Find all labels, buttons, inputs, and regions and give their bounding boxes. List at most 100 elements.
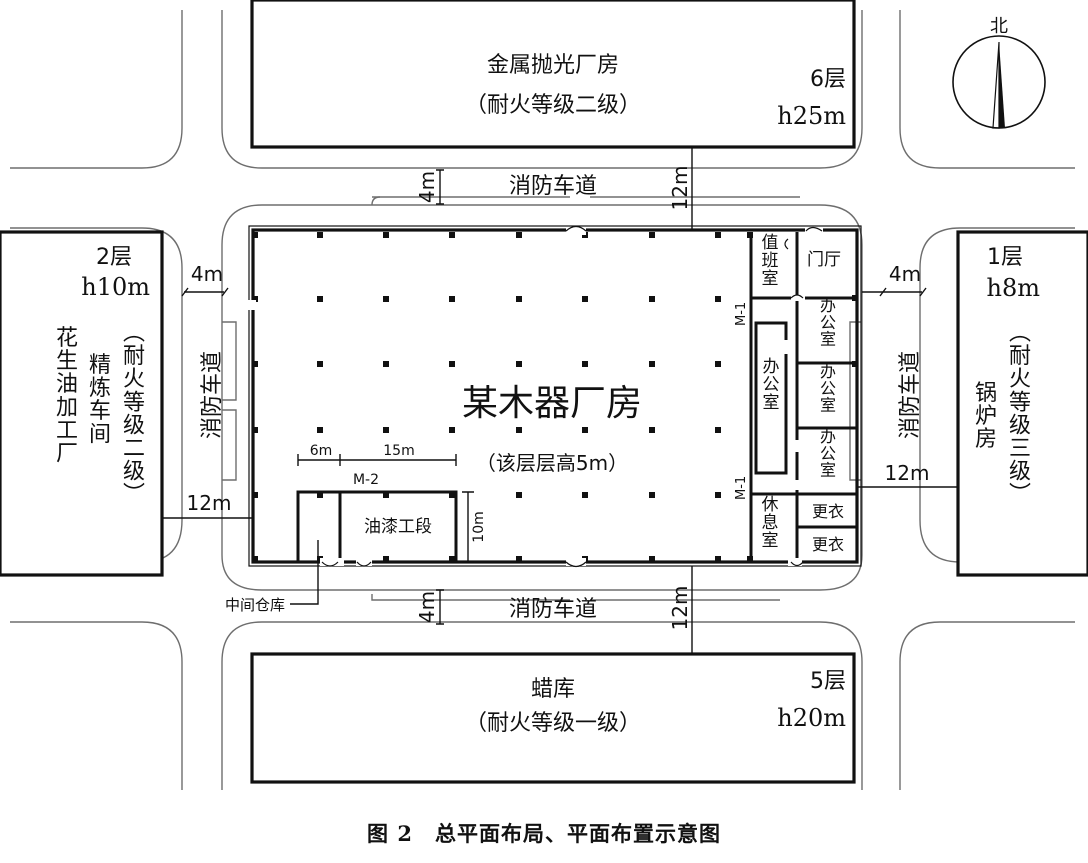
door-m1-upper: M-1 (734, 302, 749, 326)
figure-caption: 图 2 总平面布局、平面布置示意图 (367, 821, 721, 846)
north-building-height: h25m (777, 102, 846, 130)
east-building-labels: 1层 h8m 锅炉房 ︵耐火等级三级︶ (975, 245, 1040, 508)
fire-lane-north: 消防车道 (509, 174, 597, 199)
column-pillar (715, 296, 721, 302)
dim-north-12m: 12m (668, 166, 692, 211)
column-pillar (516, 232, 522, 238)
east-building-name: 锅炉房 (975, 381, 997, 452)
column-pillar (715, 427, 721, 433)
west-building-name: 花生油加工厂 (56, 326, 78, 467)
dim-west-4m: 4m (191, 262, 223, 286)
room-storage: 中间仓库 (225, 596, 285, 614)
dim-10m: 10m (471, 511, 487, 542)
column-pillar (516, 427, 522, 433)
column-pillar (449, 296, 455, 302)
column-pillar (252, 361, 258, 367)
column-pillar (715, 361, 721, 367)
column-pillar (383, 361, 389, 367)
column-pillar (582, 427, 588, 433)
south-building-floors: 5层 (810, 669, 846, 694)
south-building-name: 蜡库 (531, 677, 575, 702)
south-building-rating: （耐火等级一级） (465, 711, 641, 736)
column-pillar (317, 427, 323, 433)
north-building-name: 金属抛光厂房 (487, 53, 619, 78)
room-office-2: 办公室 (820, 362, 836, 415)
west-building-height: h10m (81, 273, 150, 301)
column-pillar (449, 361, 455, 367)
main-factory (246, 225, 862, 568)
column-pillar (516, 361, 522, 367)
north-building-floors: 6层 (810, 67, 846, 92)
south-building-height: h20m (777, 704, 846, 732)
column-pillar (715, 556, 721, 562)
room-paint: 油漆工段 (364, 517, 432, 537)
column-pillar (516, 556, 522, 562)
column-pillar (383, 556, 389, 562)
north-label: 北 (990, 16, 1008, 37)
column-pillar (252, 232, 258, 238)
fire-lane-south: 消防车道 (509, 597, 597, 622)
road-edges (10, 10, 1075, 790)
room-office-3: 办公室 (820, 427, 836, 480)
south-building-labels: 蜡库 （耐火等级一级） 5层 h20m (465, 669, 846, 736)
room-office-1: 办公室 (820, 296, 836, 349)
column-pillar (582, 296, 588, 302)
column-pillar (252, 427, 258, 433)
column-pillar (317, 296, 323, 302)
column-pillar (649, 232, 655, 238)
dim-south-12m: 12m (668, 586, 692, 631)
fire-lane-west: 消防车道 (200, 351, 225, 439)
column-pillar (715, 232, 721, 238)
north-building-labels: 金属抛光厂房 （耐火等级二级） 6层 h25m (465, 53, 846, 130)
south-building (250, 652, 856, 784)
west-building-rating: ︵耐火等级二级︶ (123, 321, 145, 508)
column-pillar (383, 492, 389, 498)
dim-south-4m: 4m (415, 591, 439, 623)
door-m1-lower: M-1 (734, 476, 749, 500)
east-building-floors: 1层 (987, 245, 1023, 270)
column-pillar (383, 296, 389, 302)
column-pillar (649, 492, 655, 498)
room-labels: 值班室 门厅 办公室 办公室 办公室 办公室 休息室 更衣 更衣 油漆工段 中间… (225, 233, 844, 614)
room-lobby: 门厅 (807, 250, 841, 270)
dimension-labels: 4m 12m 4m 12m 4m 12m 4m 12m 6m 15m 10m (187, 166, 930, 631)
column-pillar (317, 492, 323, 498)
dim-west-12m: 12m (187, 491, 232, 515)
west-building-labels: 2层 h10m 花生油加工厂 精炼车间 ︵耐火等级二级︶ (56, 245, 150, 508)
column-pillar (383, 232, 389, 238)
room-office-main: 办公室 (763, 357, 780, 413)
room-changing-1: 更衣 (812, 502, 844, 521)
column-pillar (383, 427, 389, 433)
column-pillar (449, 492, 455, 498)
column-pillar (449, 556, 455, 562)
column-pillar (252, 492, 258, 498)
dim-east-4m: 4m (889, 262, 921, 286)
dimension-lines (162, 147, 958, 654)
east-building (956, 230, 1088, 577)
column-pillar (649, 427, 655, 433)
main-factory-name: 某木器厂房 (462, 383, 642, 424)
fire-lane-labels: 消防车道 消防车道 消防车道 消防车道 (200, 174, 923, 622)
column-pillar (449, 427, 455, 433)
north-arrow: 北 (952, 16, 1046, 129)
column-pillar (516, 296, 522, 302)
dim-15m: 15m (383, 443, 414, 459)
dim-east-12m: 12m (885, 461, 930, 485)
room-changing-2: 更衣 (812, 535, 844, 554)
room-rest: 休息室 (762, 495, 779, 551)
east-building-height: h8m (987, 274, 1041, 302)
west-building (0, 230, 164, 577)
north-building (250, 0, 856, 149)
column-pillar (582, 361, 588, 367)
column-pillar (582, 492, 588, 498)
door-m2: M-2 (353, 472, 379, 488)
main-factory-note: （该层层高5m） (476, 451, 628, 475)
column-pillar (317, 232, 323, 238)
column-pillar (649, 361, 655, 367)
door-labels: M-1 M-1 M-2 (353, 302, 749, 500)
west-building-workshop: 精炼车间 (89, 353, 111, 447)
column-pillar (649, 296, 655, 302)
column-pillar (317, 361, 323, 367)
room-duty: 值班室 (762, 233, 779, 289)
